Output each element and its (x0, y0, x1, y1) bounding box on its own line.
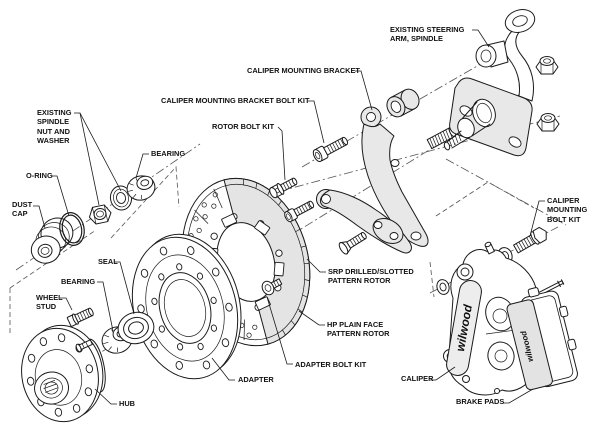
caliper-bolt-drawing (513, 226, 547, 254)
adapter-outer-holes (137, 246, 233, 370)
label-bearing-upper: BEARING (151, 149, 186, 158)
caliper-bleed-screw (484, 241, 495, 255)
spindle-washer-drawing (109, 185, 133, 211)
spindle-threads (448, 132, 462, 148)
spindle-drawing (443, 9, 536, 157)
label-existing-steering-arm-spindle: EXISTING STEERING ARM, SPINDLE (390, 25, 465, 44)
label-seal: SEAL (98, 257, 118, 266)
label-srp-rotor: SRP DRILLED/SLOTTED PATTERN ROTOR (328, 267, 414, 286)
caliper-logo-band: wilwood (446, 280, 482, 376)
hub-stud-installed (75, 339, 93, 353)
flat-head-bolt-drawing (338, 231, 367, 255)
caliper-washer-small-drawing (436, 279, 450, 295)
spacer-drawing (386, 88, 420, 118)
adapter-drawing (131, 233, 242, 380)
label-caliper-mounting-bracket-bolt-kit: CALIPER MOUNTING BRACKET BOLT KIT (161, 96, 310, 105)
label-caliper: CALIPER (401, 374, 434, 383)
hub-drawing (21, 324, 106, 423)
label-caliper-mounting-bracket: CALIPER MOUNTING BRACKET (247, 66, 360, 75)
seal-drawing (117, 311, 155, 345)
caliper-mounting-bracket-bolt-drawing (312, 136, 349, 163)
label-adapter-bolt-kit: ADAPTER BOLT KIT (295, 360, 367, 369)
spindle-nut-lower-drawing (536, 113, 560, 132)
leader-lines (33, 29, 545, 405)
label-o-ring: O-RING (26, 171, 53, 180)
label-caliper-mounting-bolt-kit: CALIPER MOUNTING BOLT KIT (547, 196, 588, 224)
spindle-nut-upper-drawing (535, 56, 559, 75)
spindle-nut-drawing (88, 204, 112, 225)
label-hub: HUB (119, 399, 136, 408)
rotor-bolt-drawing (269, 177, 298, 199)
caliper-drawing: wilwood (443, 241, 542, 396)
label-dust-cap: DUST CAP (12, 200, 33, 219)
adapter-inner-holes (151, 263, 217, 351)
wheel-stud-drawing (66, 307, 94, 327)
brake-pads-drawing: wilwood (506, 287, 578, 391)
label-brake-pads: BRAKE PADS (456, 397, 505, 406)
bearing-upper-drawing (126, 175, 156, 201)
label-adapter: ADAPTER (238, 375, 274, 384)
steering-arm (504, 30, 535, 102)
label-existing-spindle-nut-washer: EXISTING SPINDLE NUT AND WASHER (37, 108, 72, 145)
caliper-mounting-bracket-front-drawing (316, 189, 412, 254)
label-hp-rotor: HP PLAIN FACE PATTERN ROTOR (327, 320, 390, 339)
adapter-bolt-drawing (261, 278, 283, 296)
label-bearing-lower: BEARING (61, 277, 96, 286)
caliper-mounting-bracket-rear-drawing (360, 106, 429, 247)
label-rotor-bolt-kit: ROTOR BOLT KIT (212, 122, 275, 131)
socket-bolt-drawing (284, 200, 315, 223)
label-wheel-stud: WHEEL STUD (36, 293, 63, 312)
